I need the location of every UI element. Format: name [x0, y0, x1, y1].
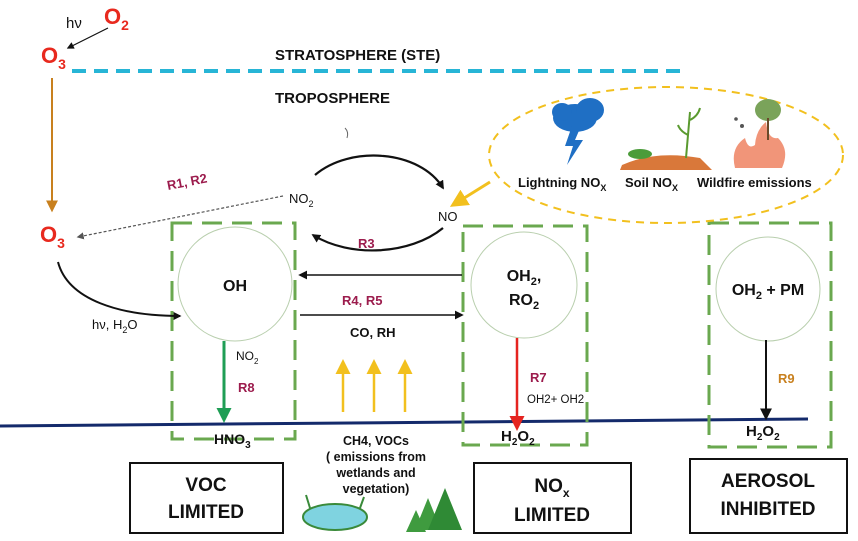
oh-circle [177, 226, 293, 342]
no2-to-no-curved-arrow [314, 154, 444, 190]
oh-label: OH [223, 278, 247, 295]
oh2-label: OH2, [507, 268, 542, 288]
voc-limited-box [170, 221, 297, 441]
forest-icon [406, 488, 462, 532]
o3-trop-label: O3 [40, 222, 65, 251]
hno3-label: HNO3 [214, 431, 251, 451]
aerosol-inhibited-box [707, 221, 833, 449]
hv-h2o-label: hν, H2O [92, 317, 137, 335]
r8-label: R8 [238, 380, 255, 395]
nox-limited-label: LIMITED [514, 505, 590, 526]
nox-label: NOx [534, 476, 570, 500]
o3-to-oh-curved-arrow [57, 261, 182, 320]
oh2-oh2-label: OH2+ OH2 [527, 394, 584, 406]
inhibited-label: INHIBITED [721, 499, 816, 520]
nox-limited-label-box [473, 462, 632, 534]
emissions-line-1: CH4, VOCs [343, 434, 409, 448]
nox-sources-ellipse [488, 86, 844, 224]
ground-line [0, 417, 809, 428]
r9-label: R9 [778, 371, 795, 386]
wildfire-label: Wildfire emissions [697, 175, 812, 190]
lightning-nox-label: Lightning NOX [518, 175, 606, 193]
emissions-line-3: wetlands and [335, 466, 415, 480]
no2-label: NO2 [289, 191, 314, 209]
aerosol-inhibited-label-box [689, 458, 848, 534]
h2o2-aerosol-label: H2O2 [746, 423, 780, 443]
oh2-pm-circle [715, 236, 821, 342]
r1-r2-label: R1, R2 [166, 170, 209, 192]
hv-label: hν [66, 15, 82, 32]
o3-strat-label: O3 [41, 43, 66, 72]
no2-reactant-label: NO2 [236, 349, 259, 366]
oh2-pm-label: OH2 + PM [732, 282, 804, 302]
lightning-cloud-icon [552, 98, 604, 165]
o2-label: O2 [104, 4, 129, 33]
voc-label: VOC [185, 475, 226, 496]
r7-label: R7 [530, 370, 547, 385]
oh2-ro2-circle [470, 231, 578, 339]
soil-nox-label: Soil NOX [625, 175, 678, 193]
tick-mark [344, 127, 349, 139]
emissions-line-2: ( emissions from [326, 450, 426, 464]
wildfire-icon [733, 99, 786, 168]
r4-r5-label: R4, R5 [342, 293, 382, 308]
h2o2-nox-label: H2O2 [501, 428, 535, 448]
stratosphere-label: STRATOSPHERE (STE) [275, 47, 440, 64]
wetland-icon [302, 494, 368, 531]
no-label: NO [438, 209, 458, 224]
r3-label: R3 [358, 236, 375, 251]
co-rh-label: CO, RH [350, 325, 396, 340]
nox-limited-box [461, 224, 589, 447]
soil-icon [620, 107, 712, 170]
r3-curved-arrow [311, 227, 444, 252]
emissions-line-4: vegetation) [343, 482, 410, 496]
aerosol-label: AEROSOL [721, 471, 815, 492]
voc-limited-label: LIMITED [168, 502, 244, 523]
o2-photolysis-arrow [66, 27, 109, 49]
ro2-label: RO2 [509, 292, 539, 312]
voc-limited-label-box [129, 462, 284, 534]
sources-to-no-arrow [449, 180, 491, 207]
troposphere-label: TROPOSPHERE [275, 90, 390, 107]
